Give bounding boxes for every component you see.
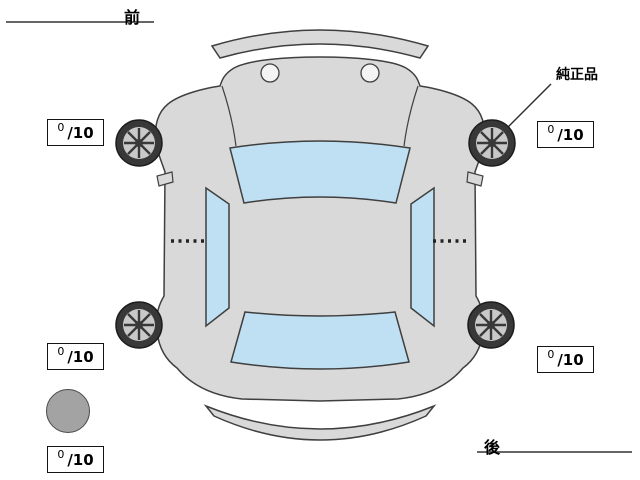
genuine-part-leader-line: [506, 83, 552, 129]
wheel-front-right: [468, 119, 516, 167]
hood-circle-left: [260, 63, 280, 83]
wheel-rear-right: [467, 301, 515, 349]
tread-score-front-left: 0 /10: [47, 119, 104, 146]
score-max: /10: [67, 451, 94, 469]
score-max: /10: [557, 126, 584, 144]
car-body: [154, 56, 486, 402]
score-max: /10: [67, 348, 94, 366]
tread-score-rear-left: 0 /10: [47, 343, 104, 370]
score-value: 0: [57, 345, 65, 358]
windshield: [229, 140, 411, 204]
score-value: 0: [547, 123, 555, 136]
rear-bumper: [203, 404, 437, 441]
score-value: 0: [57, 448, 65, 461]
left-side-window: [205, 186, 230, 328]
front-label: 前: [124, 8, 142, 27]
hood-circle-right: [360, 63, 380, 83]
tread-score-rear-right: 0 /10: [537, 346, 594, 373]
score-max: /10: [67, 124, 94, 142]
rear-label: 後: [484, 438, 502, 457]
wheel-rear-left: [115, 301, 163, 349]
score-value: 0: [547, 348, 555, 361]
right-mirror: [466, 171, 484, 187]
right-side-window: [410, 186, 435, 328]
tread-score-front-right: 0 /10: [537, 121, 594, 148]
wheel-front-left: [115, 119, 163, 167]
left-mirror: [156, 171, 174, 187]
hood-line-left: [221, 85, 237, 147]
tread-score-spare: 0 /10: [47, 446, 104, 473]
score-max: /10: [557, 351, 584, 369]
spare-tire-icon: [46, 389, 90, 433]
front-bumper: [210, 29, 430, 59]
hood-line-right: [403, 85, 419, 147]
rear-window: [230, 311, 410, 370]
score-value: 0: [57, 121, 65, 134]
genuine-part-label: 純正品: [556, 67, 598, 83]
